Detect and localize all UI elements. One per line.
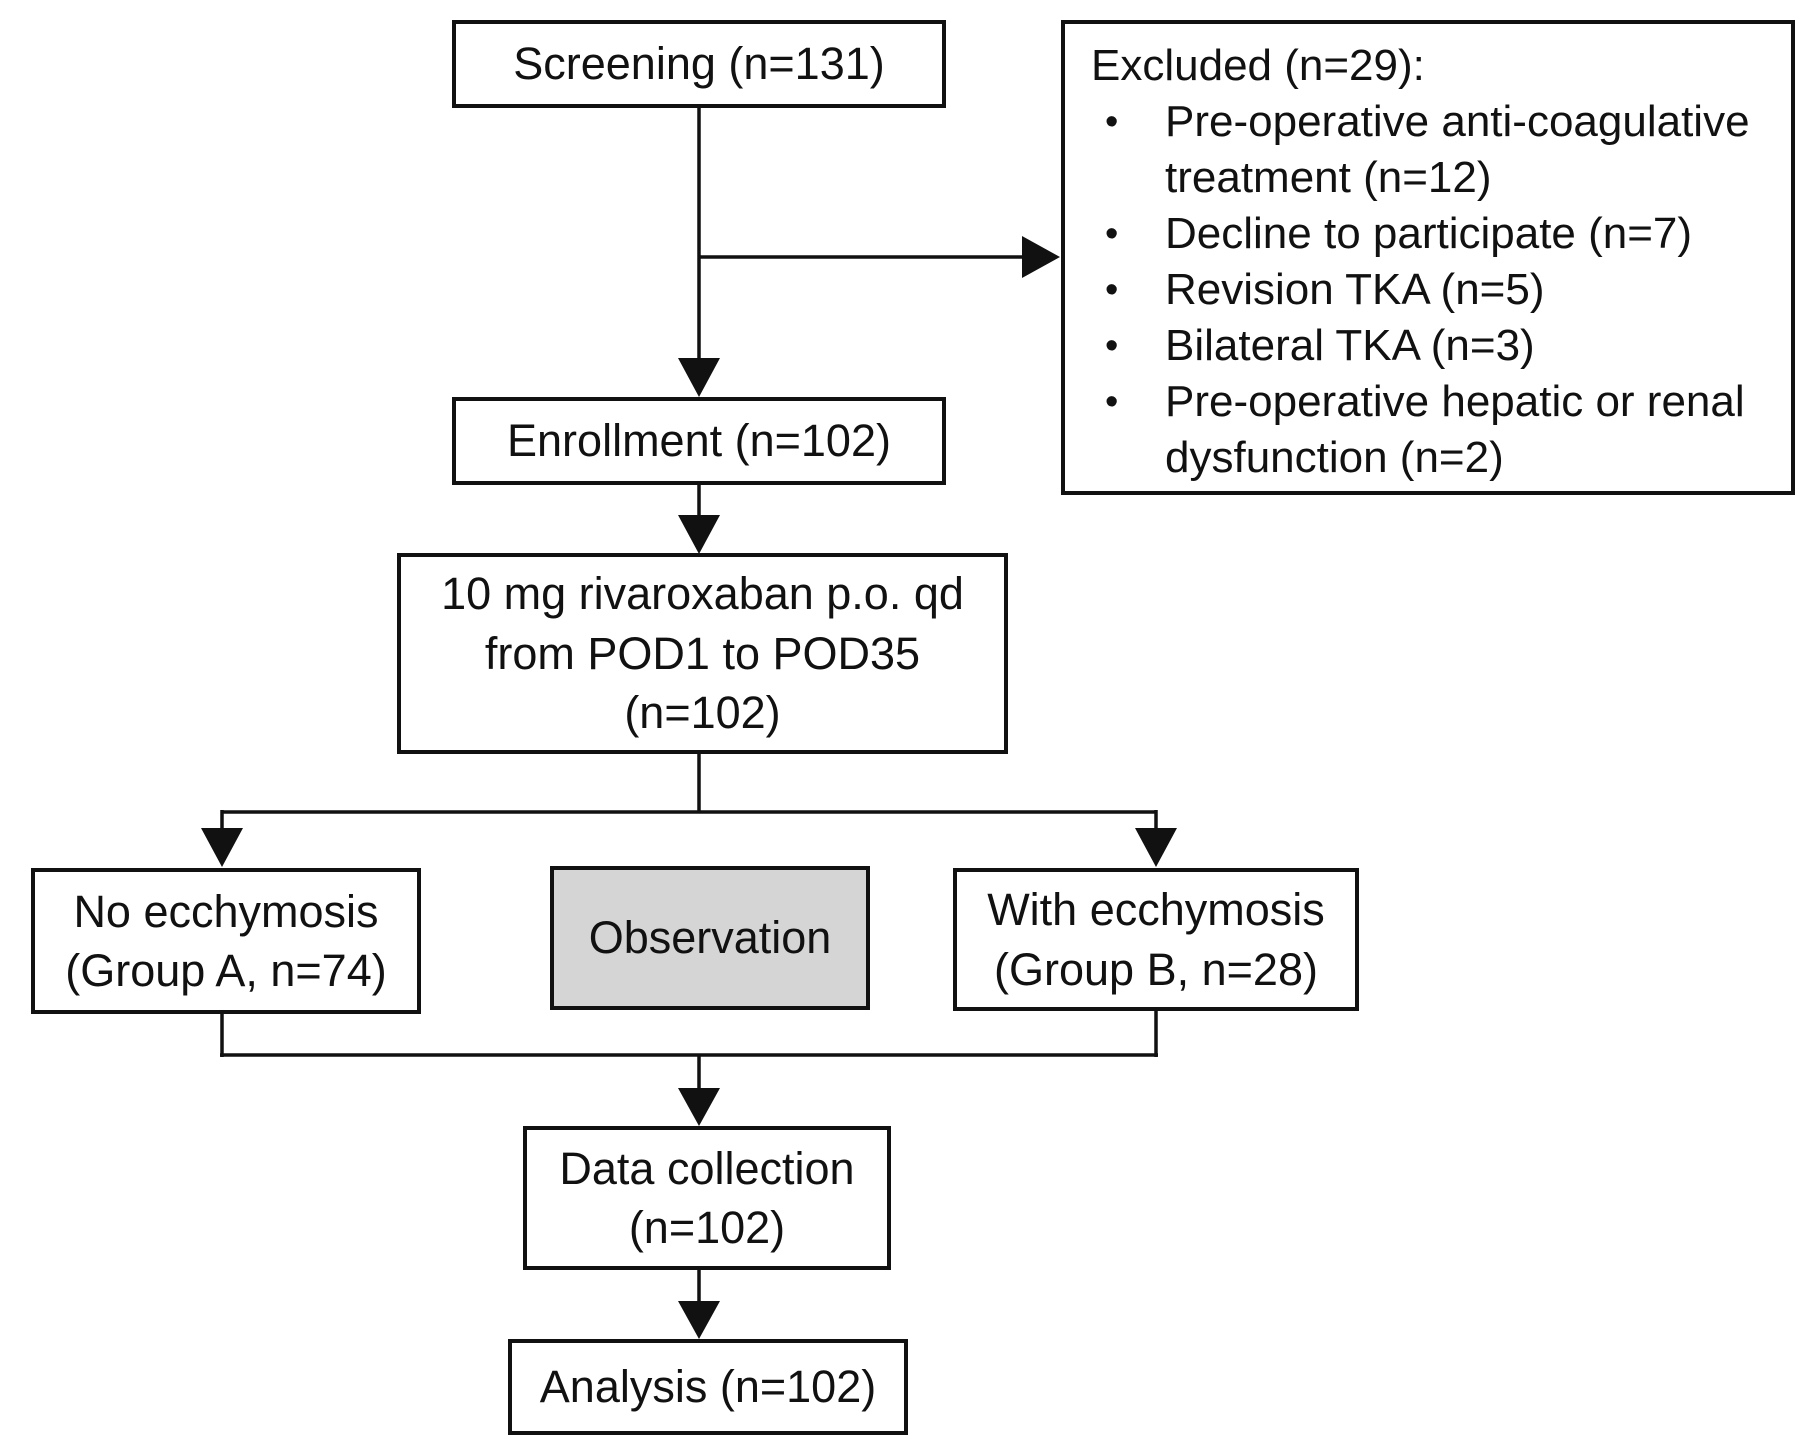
intervention-label: 10 mg rivaroxaban p.o. qd from POD1 to P…: [441, 568, 964, 739]
group-b-label: With ecchymosis (Group B, n=28): [987, 884, 1325, 995]
observation-label: Observation: [588, 912, 832, 964]
excluded-item: Pre-operative anti-coagulative treatment…: [1091, 94, 1781, 206]
excluded-item: Bilateral TKA (n=3): [1091, 318, 1781, 374]
excluded-list: Pre-operative anti-coagulative treatment…: [1091, 94, 1781, 486]
analysis-box: Analysis (n=102): [508, 1339, 908, 1435]
group-a-box: No ecchymosis (Group A, n=74): [31, 868, 421, 1014]
arrow-enrollment-to-intervention: [678, 485, 720, 554]
observation-box: Observation: [550, 866, 870, 1010]
group-b-box: With ecchymosis (Group B, n=28): [953, 868, 1359, 1011]
excluded-title: Excluded (n=29):: [1091, 41, 1425, 90]
data-collection-label: Data collection (n=102): [559, 1142, 855, 1253]
excluded-item: Revision TKA (n=5): [1091, 262, 1781, 318]
screening-label: Screening (n=131): [513, 38, 885, 90]
excluded-item: Decline to participate (n=7): [1091, 206, 1781, 262]
enrollment-label: Enrollment (n=102): [507, 415, 891, 467]
intervention-box: 10 mg rivaroxaban p.o. qd from POD1 to P…: [397, 553, 1008, 754]
screening-box: Screening (n=131): [452, 20, 946, 108]
excluded-item: Pre-operative hepatic or renal dysfuncti…: [1091, 374, 1781, 486]
data-collection-box: Data collection (n=102): [523, 1126, 891, 1270]
group-a-label: No ecchymosis (Group A, n=74): [65, 885, 387, 996]
branch-intervention-to-groups: [201, 754, 1177, 867]
arrow-screening-to-enrollment: [678, 108, 720, 397]
arrow-data-to-analysis: [678, 1270, 720, 1339]
arrow-screening-to-excluded: [699, 236, 1060, 278]
analysis-label: Analysis (n=102): [539, 1361, 877, 1413]
merge-groups-to-data-collection: [220, 1011, 1158, 1126]
excluded-box: Excluded (n=29): Pre-operative anti-coag…: [1061, 20, 1795, 495]
enrollment-box: Enrollment (n=102): [452, 397, 946, 485]
